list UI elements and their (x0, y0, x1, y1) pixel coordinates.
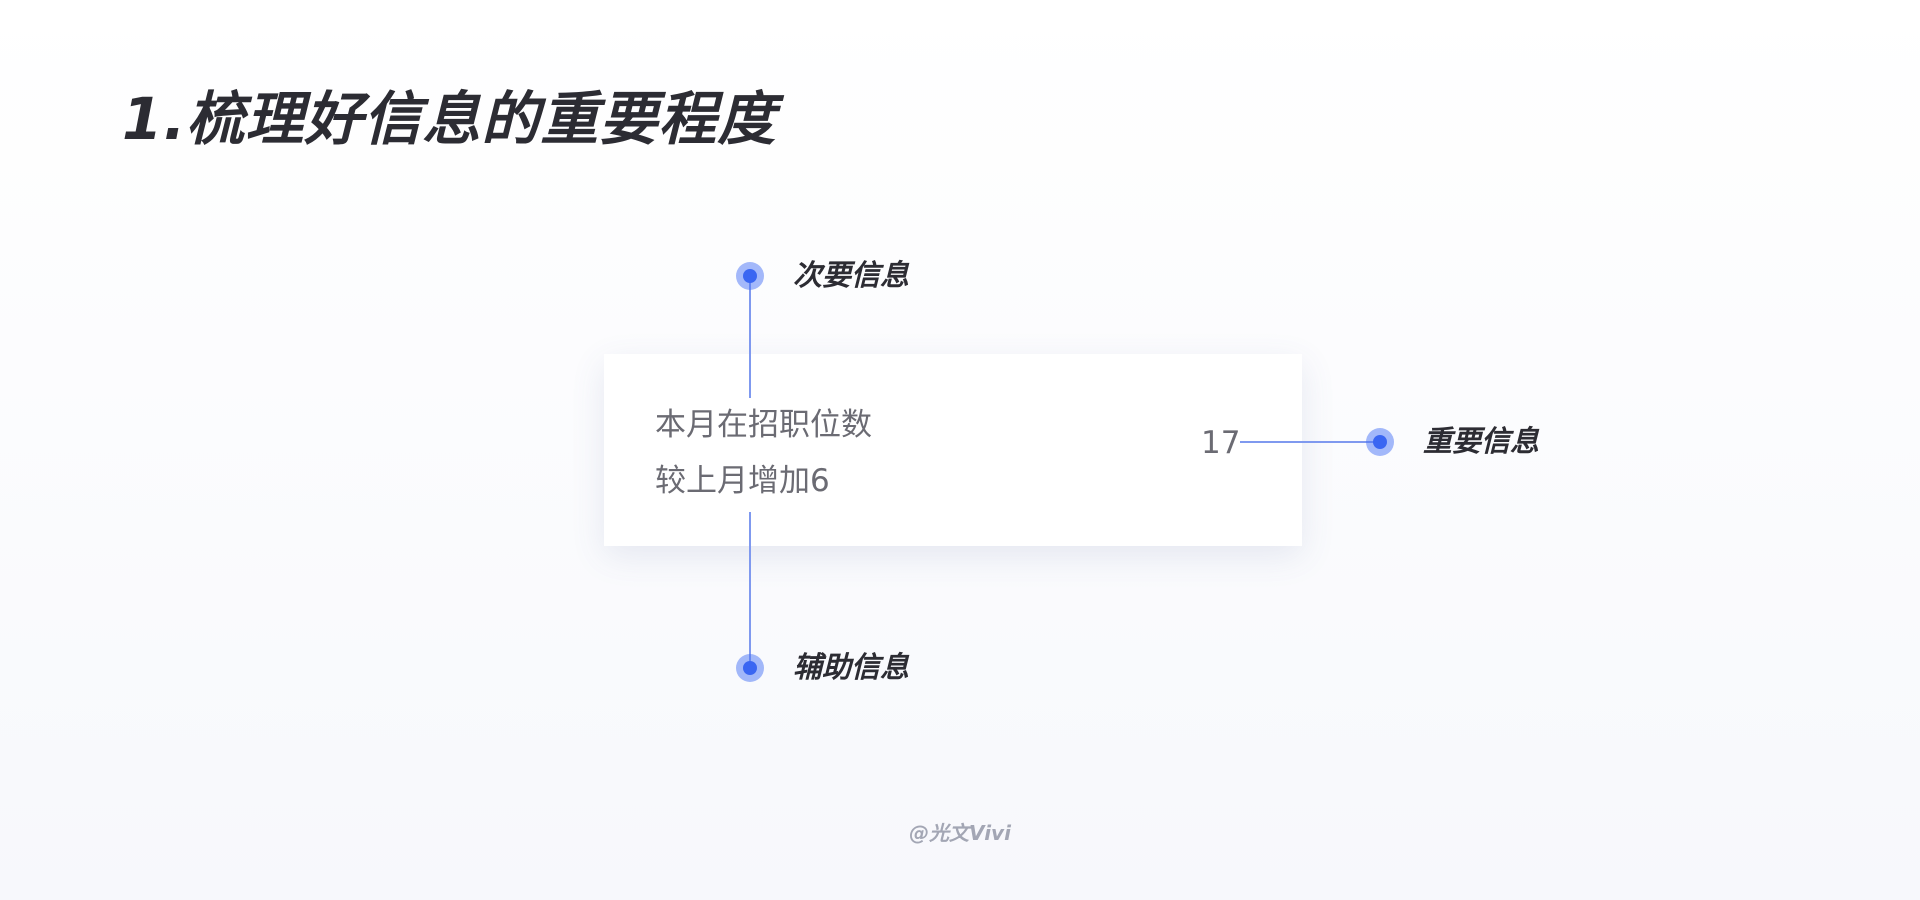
card-primary-label: 本月在招职位数 (655, 407, 872, 443)
callout-secondary-info: 次要信息 (793, 258, 910, 292)
marker-dot-auxiliary (736, 654, 764, 682)
card-value: 17 (1201, 425, 1241, 461)
connector-line-secondary (749, 276, 751, 398)
connector-line-primary (1240, 441, 1380, 443)
marker-dot-secondary (736, 262, 764, 290)
connector-line-auxiliary (749, 512, 751, 668)
page-title: 1.梳理好信息的重要程度 (122, 85, 777, 153)
callout-auxiliary-info: 辅助信息 (793, 650, 910, 684)
info-card: 本月在招职位数 较上月增加6 17 (604, 354, 1302, 546)
author-watermark: @光文Vivi (909, 821, 1011, 845)
marker-dot-primary (1366, 428, 1394, 456)
card-secondary-label: 较上月增加6 (655, 463, 830, 499)
callout-primary-info: 重要信息 (1423, 424, 1540, 458)
